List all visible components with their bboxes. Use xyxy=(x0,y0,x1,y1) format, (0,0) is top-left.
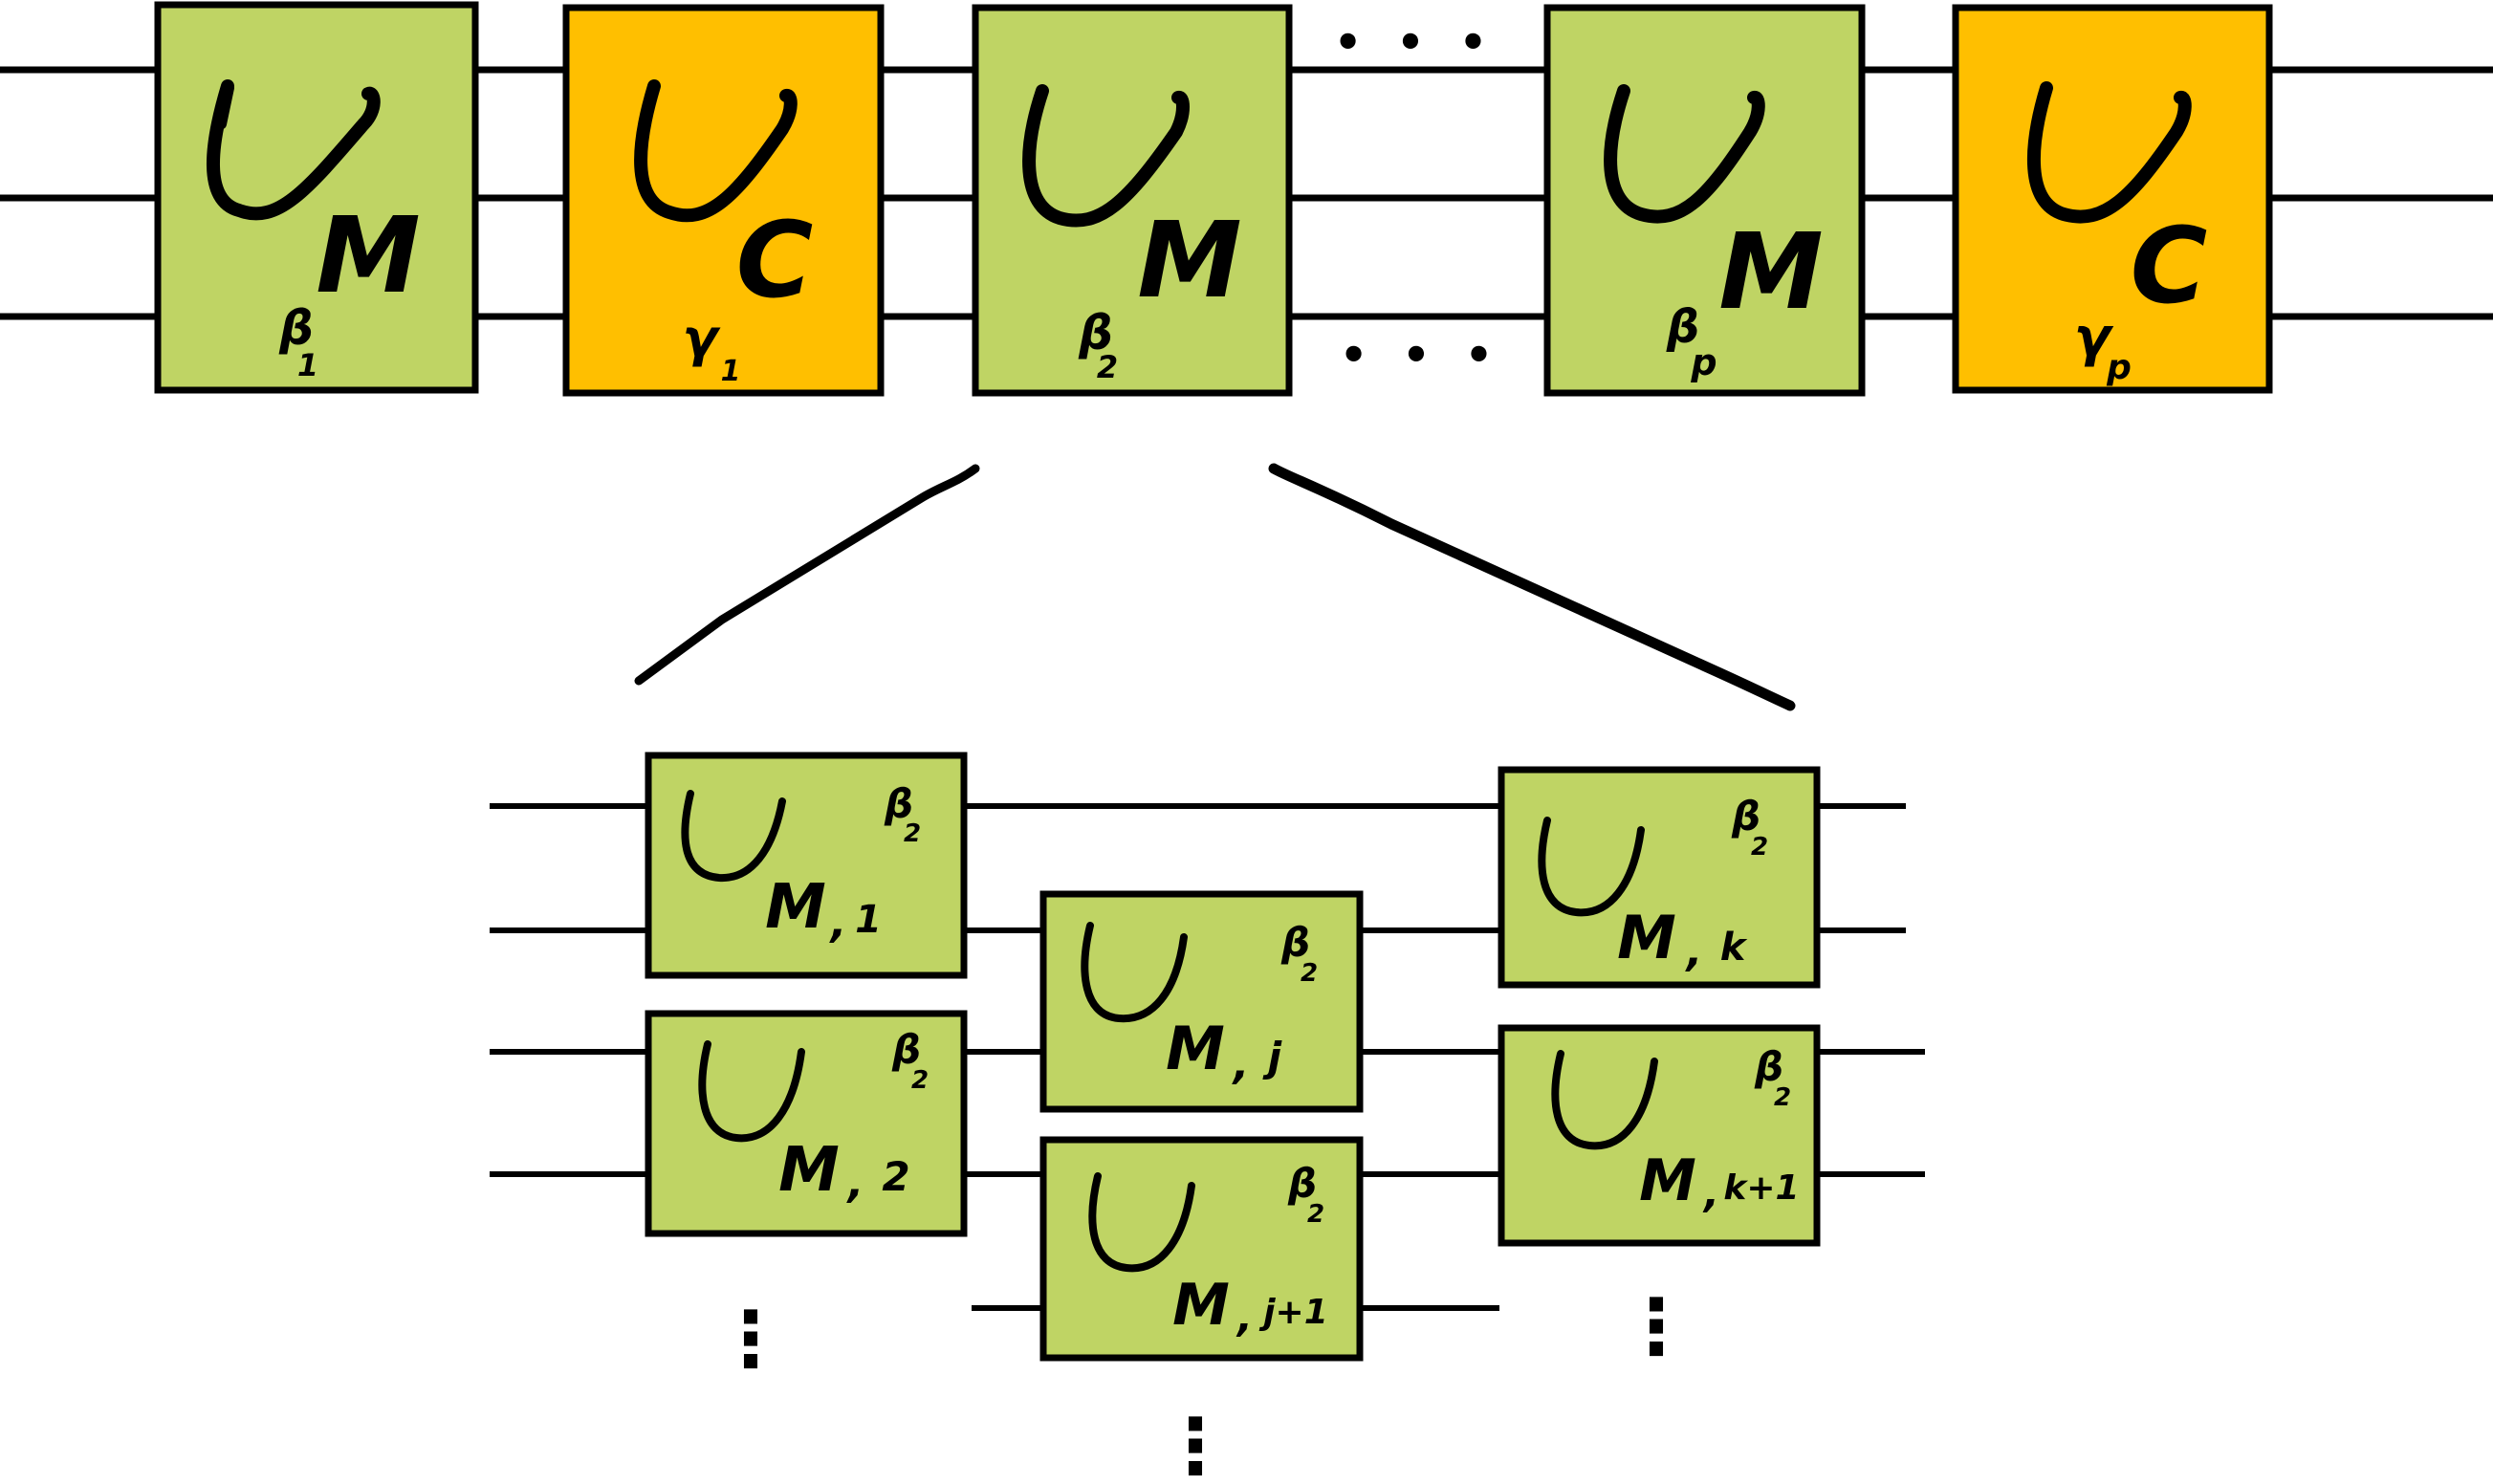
gate-index: p xyxy=(2106,348,2132,387)
gate-param: β xyxy=(278,300,314,356)
gate-box xyxy=(1498,1024,1821,1247)
gate-letter: M xyxy=(316,194,420,316)
gate-param: γ xyxy=(683,308,721,368)
gate-letter: M xyxy=(1718,210,1823,333)
top-ellipsis-upper: • • • xyxy=(1334,16,1497,68)
gate-param-index: 2 xyxy=(1301,959,1318,988)
vdots-left: ⋮ xyxy=(712,1295,789,1384)
exp-gate-m-k-plus-1: β 2 M , k+1 xyxy=(1498,1024,1821,1247)
exp-gate-m-1: β 2 M 1 , xyxy=(645,752,968,979)
exp-gate-m-k: β 2 M , k xyxy=(1498,766,1821,989)
unitary-u-icon xyxy=(207,79,381,221)
zoom-line-right xyxy=(1268,463,1796,711)
unitary-u-icon xyxy=(1538,817,1645,917)
gate-index: 1 xyxy=(721,355,741,388)
gate-comma: , xyxy=(829,899,847,948)
gate-letter: M xyxy=(778,1135,840,1206)
gate-box xyxy=(1498,766,1821,989)
gate-index: j xyxy=(1262,1034,1282,1080)
gate-letter: M xyxy=(765,872,826,943)
gate-param: β xyxy=(1731,793,1760,840)
unitary-u-stroke-left xyxy=(217,83,234,129)
gate-index: j+1 xyxy=(1258,1293,1328,1332)
gate-param: β xyxy=(1754,1043,1783,1090)
gate-index: p xyxy=(1690,341,1717,383)
exp-gate-m-j: β 2 M , j xyxy=(1039,890,1364,1113)
gate-mixer-beta-1: M β 1 xyxy=(154,1,479,394)
gate-box xyxy=(972,4,1293,397)
gate-mixer-beta-2: M β 2 xyxy=(972,4,1293,397)
gate-param: β xyxy=(1287,1160,1317,1207)
gate-comma: , xyxy=(1685,928,1703,976)
gate-index: 2 xyxy=(1097,349,1118,385)
gate-comma: , xyxy=(1236,1294,1253,1341)
gate-param: β xyxy=(1280,919,1310,966)
gate-letter: M xyxy=(1137,199,1241,321)
gate-index: 2 xyxy=(882,1153,909,1200)
gate-param-index: 2 xyxy=(1774,1083,1791,1112)
gate-param: β xyxy=(891,1026,921,1073)
gate-box xyxy=(154,1,479,394)
gate-param-index: 2 xyxy=(911,1066,929,1095)
gate-param: β xyxy=(1666,300,1699,354)
unitary-u-icon xyxy=(1081,922,1188,1023)
unitary-u-icon xyxy=(1022,84,1190,228)
gate-param-index: 2 xyxy=(1307,1200,1324,1229)
vdots-middle: ⋮ xyxy=(1157,1402,1234,1484)
gate-box xyxy=(645,752,968,979)
unitary-u-icon xyxy=(1604,84,1765,224)
gate-index: k xyxy=(1720,926,1748,970)
gate-comma: , xyxy=(846,1159,864,1208)
unitary-u-icon xyxy=(634,79,798,223)
gate-cost-gamma-p: C γ p xyxy=(1952,4,2273,394)
gate-index: k+1 xyxy=(1723,1168,1799,1208)
unitary-u-icon xyxy=(2026,81,2192,224)
gate-box xyxy=(645,1010,968,1237)
gate-letter: C xyxy=(736,199,814,321)
gate-letter: M xyxy=(1639,1147,1696,1214)
gate-param-index: 2 xyxy=(1751,833,1768,862)
top-row-wires xyxy=(0,66,2493,320)
gate-letter: M xyxy=(1172,1272,1230,1339)
vdots-right: ⋮ xyxy=(1618,1282,1695,1371)
zoom-line-left xyxy=(634,464,980,686)
gate-param: β xyxy=(884,780,913,827)
gate-param-index: 2 xyxy=(904,819,921,848)
unitary-u-icon xyxy=(1551,1050,1658,1150)
unitary-u-icon xyxy=(698,1040,805,1143)
gate-comma: , xyxy=(1702,1169,1719,1216)
gate-param: γ xyxy=(2074,307,2114,369)
gate-letter: M xyxy=(1166,1014,1225,1083)
gate-mixer-beta-p: M β p xyxy=(1543,4,1866,397)
gate-letter: M xyxy=(1617,903,1676,972)
gate-cost-gamma-1: C γ 1 xyxy=(562,4,885,397)
gate-param: β xyxy=(1078,305,1113,360)
exp-gate-m-2: β 2 M , 2 xyxy=(645,1010,968,1237)
gate-letter: C xyxy=(2131,205,2208,327)
expanded-wires xyxy=(490,803,1925,1311)
gate-index: 1 xyxy=(855,898,882,942)
top-ellipsis-lower: • • • xyxy=(1340,329,1502,381)
gate-comma: , xyxy=(1232,1040,1250,1089)
gate-index: 1 xyxy=(297,347,318,383)
unitary-u-icon xyxy=(1088,1172,1195,1273)
unitary-u-icon xyxy=(681,790,786,883)
exp-gate-m-j-plus-1: β 2 M , j+1 xyxy=(1039,1136,1364,1362)
